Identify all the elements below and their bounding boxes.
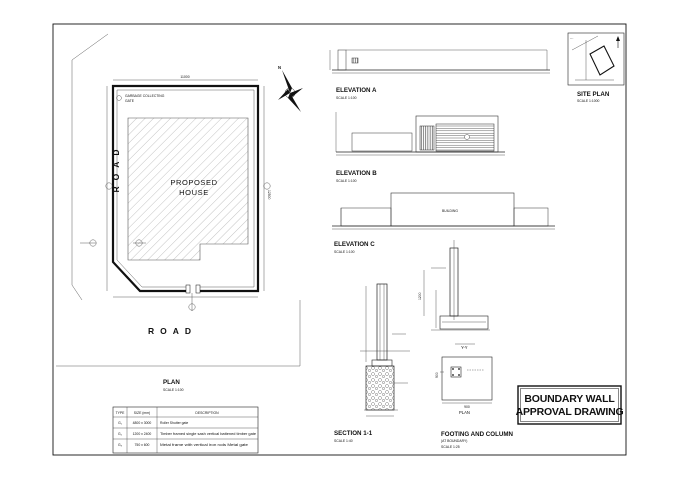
title-stamp: BOUNDARY WALL APPROVAL DRAWING: [516, 385, 624, 425]
table-row-1-type: G₁: [118, 421, 123, 425]
table-row-2-desc: Timber framed single sash vertical batte…: [160, 432, 256, 436]
north-arrow-icon: N: [278, 65, 303, 112]
footing-scale: SCALE 1:25: [441, 445, 460, 449]
sheet-border: [52, 23, 627, 456]
section-title: SECTION 1-1: [334, 430, 373, 437]
footing-dim-vertical-plan: 900: [435, 372, 439, 378]
elevation-c-title: ELEVATION C: [334, 241, 375, 248]
dim-right: 12500: [267, 190, 271, 200]
elevation-b-title: ELEVATION B: [336, 170, 377, 177]
table-row-3-size: 750 x 600: [135, 443, 150, 447]
boundary-wall: [111, 84, 260, 293]
stamp-line-1: BOUNDARY WALL: [524, 393, 615, 405]
house-label-1: PROPOSED: [170, 178, 217, 187]
footing-column: 1200 Y-Y 900 900 PLAN FOOTING AND COLUMN…: [418, 240, 513, 449]
stamp-line-2: APPROVAL DRAWING: [516, 406, 624, 418]
garbage-gate-label-1: GARBAGE COLLECTING: [125, 94, 165, 98]
section-marker-center-left: [105, 182, 113, 190]
building-label: BUILDING: [442, 209, 458, 213]
road-label-bottom: ROAD: [148, 326, 197, 336]
table-row-2-type: G₂: [118, 432, 123, 436]
section-marker-mid: [133, 239, 146, 247]
plan-title: PLAN: [163, 379, 180, 386]
elevation-c: BUILDING ELEVATION C SCALE 1:100: [332, 192, 555, 254]
proposed-house-area: [127, 117, 249, 261]
plan-label: PLAN: [459, 410, 470, 415]
elevation-c-scale: SCALE 1:100: [334, 250, 355, 254]
footing-title: FOOTING AND COLUMN: [441, 431, 513, 438]
elevation-b: ELEVATION B SCALE 1:100: [335, 112, 505, 183]
table-row-1-desc: Roller Shutter gate: [160, 421, 188, 425]
yy-label: Y-Y: [461, 345, 468, 350]
site-plan-title: SITE PLAN: [577, 91, 610, 98]
site-plan: ⋯ SITE PLAN SCALE 1:1000: [567, 32, 625, 103]
garbage-gate-label-2: GATE: [125, 99, 135, 103]
elevation-b-scale: SCALE 1:100: [336, 179, 357, 183]
house-label-2: HOUSE: [179, 188, 209, 197]
table-header-size: SIZE (mm): [134, 411, 150, 415]
table-row-3-type: G₃: [118, 443, 123, 447]
table-row-3-desc: Metal frame with vertical iron rods Meta…: [160, 443, 248, 447]
north-label: N: [278, 65, 281, 70]
gate-table: TYPE SIZE (mm) DESCRIPTION G₁ 4800 x 300…: [112, 406, 259, 454]
road-label-left: ROAD: [111, 143, 121, 192]
plan-view: 11000 12500 GARBAGE COLLECTING GATE PROP…: [56, 33, 303, 392]
section-scale: SCALE 1:40: [334, 439, 353, 443]
table-row-1-size: 4800 x 3000: [133, 421, 152, 425]
elevation-a-scale: SCALE 1:100: [336, 96, 357, 100]
table-header-description: DESCRIPTION: [195, 411, 219, 415]
site-plan-note: ⋯: [570, 37, 573, 41]
table-row-2-size: 1200 x 2400: [133, 432, 152, 436]
dim-top: 11000: [180, 75, 189, 79]
section-marker-right: [263, 182, 271, 190]
site-north-arrow-icon: [616, 36, 620, 48]
footing-dim-vertical: 1200: [418, 292, 422, 300]
section-marker-left: [80, 239, 97, 247]
site-plan-scale: SCALE 1:1000: [577, 99, 600, 103]
elevation-a-title: ELEVATION A: [336, 87, 377, 94]
elevation-a: ELEVATION A SCALE 1:100: [329, 49, 550, 100]
footing-subtitle: (AT BOUNDARY): [441, 439, 467, 443]
section-1-1: SECTION 1-1 SCALE 1:40: [334, 283, 410, 443]
table-header-type: TYPE: [116, 411, 126, 415]
plan-scale: SCALE 1:100: [163, 388, 184, 392]
footing-dim-horizontal: 900: [464, 405, 470, 409]
section-marker-bottom: [188, 293, 196, 311]
